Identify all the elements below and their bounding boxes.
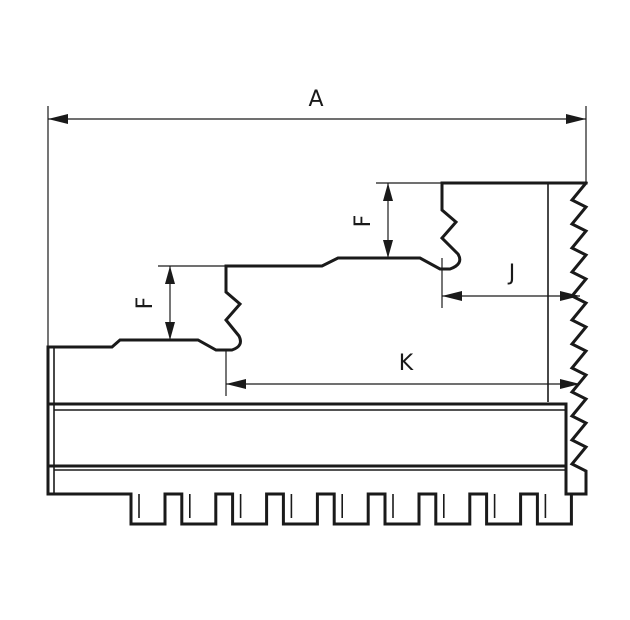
dimension-k: K (225, 350, 580, 396)
dim-a-label: A (308, 87, 323, 112)
dim-f-lower-label: F (133, 297, 158, 310)
bottom-teeth (129, 492, 573, 526)
dim-a-arrow-left (48, 114, 68, 124)
dimension-f-upper: F (351, 182, 442, 258)
dimension-f-lower: F (133, 265, 226, 340)
dim-a-arrow-right (566, 114, 586, 124)
dim-j-arrow-right (560, 291, 580, 301)
jaw-body (46, 180, 589, 496)
dim-j-arrow-left (442, 291, 462, 301)
dim-f-upper-arrow-bottom (383, 240, 393, 258)
jaw-profile-outline (46, 181, 588, 496)
dim-f-upper-label: F (351, 215, 376, 228)
dim-j-label: J (507, 261, 516, 286)
dimension-a: A (47, 87, 587, 347)
dim-f-upper-arrow-top (383, 183, 393, 201)
dim-f-lower-arrow-bottom (165, 322, 175, 340)
serrated-right-edge (564, 180, 589, 496)
dim-k-arrow-left (226, 379, 246, 389)
dimension-j: J (441, 258, 580, 308)
dim-k-label: K (399, 351, 414, 376)
teeth-outline (129, 492, 573, 526)
dim-k-arrow-right (560, 379, 580, 389)
dim-f-lower-arrow-top (165, 266, 175, 284)
